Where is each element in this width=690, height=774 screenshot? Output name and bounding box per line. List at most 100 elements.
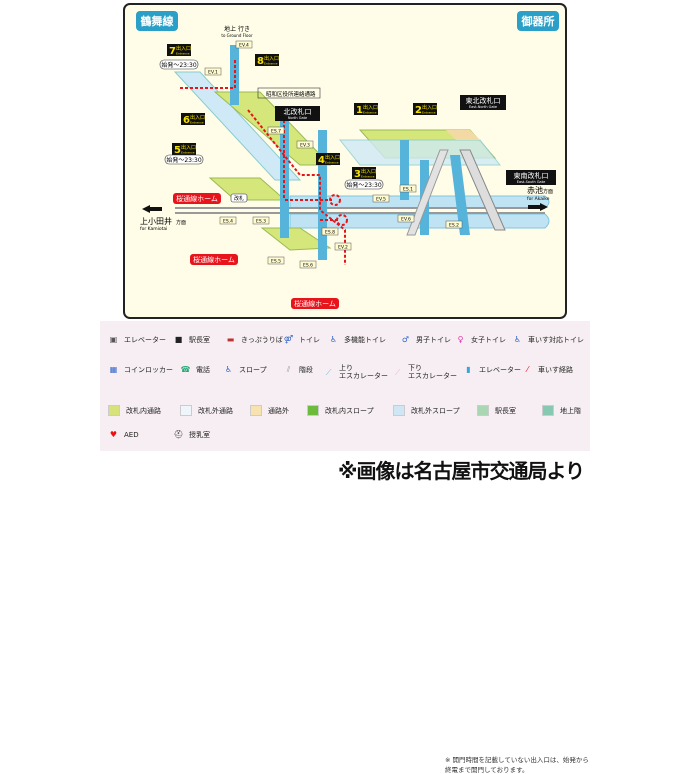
svg-text:方面: 方面 bbox=[543, 188, 553, 195]
legend-area: 改札内通路 bbox=[108, 405, 161, 416]
tag-es8: ES.8 bbox=[321, 227, 339, 236]
legend-item: ☎ 電話 bbox=[180, 364, 210, 375]
svg-text:御器所: 御器所 bbox=[521, 14, 555, 28]
legend-label: 多機能トイレ bbox=[344, 335, 386, 344]
svg-text:出入口: 出入口 bbox=[325, 154, 340, 161]
legend-icon: ♿ bbox=[329, 335, 338, 344]
legend-icon: ☎ bbox=[180, 365, 191, 374]
svg-text:Entrance: Entrance bbox=[363, 111, 377, 115]
platform-label: 桜通線ホーム bbox=[173, 193, 221, 204]
svg-text:東北改札口: 東北改札口 bbox=[466, 96, 501, 105]
svg-text:Entrance: Entrance bbox=[176, 52, 190, 56]
legend-swatch bbox=[250, 405, 262, 416]
svg-text:始発～23:30: 始発～23:30 bbox=[161, 61, 196, 69]
legend-misc: ♥ AED bbox=[108, 429, 139, 440]
tag-ev6: EV.6 bbox=[397, 214, 415, 223]
legend-label: きっぷうりば bbox=[241, 335, 283, 344]
legend-label: 下り エスカレーター bbox=[408, 364, 457, 380]
legend-label: スロープ bbox=[239, 365, 267, 374]
legend: ※ 開門時間を記載していない出入口は、始発から終電まで開門しております。 ▣エレ… bbox=[100, 321, 590, 774]
tag-ev3: EV.3 bbox=[296, 140, 314, 149]
legend-item: ♿車いす対応トイレ bbox=[512, 334, 584, 345]
legend-item: ⟋上り エスカレーター bbox=[323, 364, 388, 380]
legend-icon: ▦ bbox=[109, 365, 118, 374]
tag-ev2: EV.2 bbox=[334, 242, 352, 251]
svg-text:East-South Gate: East-South Gate bbox=[517, 180, 545, 184]
legend-area: 駅長室 bbox=[477, 405, 516, 416]
legend-label: 改札内通路 bbox=[126, 406, 161, 415]
svg-text:ES.8: ES.8 bbox=[325, 230, 335, 236]
legend-icon: ▬ bbox=[226, 335, 235, 344]
tag-ev5: EV.5 bbox=[372, 194, 390, 203]
svg-text:出入口: 出入口 bbox=[422, 104, 437, 111]
legend-label: 車いす対応トイレ bbox=[528, 335, 584, 344]
svg-text:赤池: 赤池 bbox=[527, 185, 543, 195]
ground-floor-label: 地上 行き bbox=[224, 25, 250, 33]
station-map: 鶴舞線 御器所 地上 行き to Ground Floor 昭和区役所連絡通路 … bbox=[123, 3, 567, 319]
legend-label: 男子トイレ bbox=[416, 335, 451, 344]
tag-es3: ES.3 bbox=[252, 216, 270, 225]
legend-item: ⚤ トイレ bbox=[283, 334, 320, 345]
aed-icon: ♥ bbox=[109, 430, 118, 439]
direction-west: 上小田井 方面 for Kamiotai bbox=[140, 205, 186, 232]
svg-text:7: 7 bbox=[169, 46, 176, 57]
svg-text:始発～23:30: 始発～23:30 bbox=[346, 181, 381, 189]
legend-icon: ▣ bbox=[109, 335, 118, 344]
legend-label: トイレ bbox=[299, 335, 320, 344]
legend-misc: ⛑授乳室 bbox=[173, 429, 210, 440]
legend-item: ⁄車いす経路 bbox=[522, 364, 573, 375]
svg-text:for Kamiotai: for Kamiotai bbox=[140, 226, 167, 232]
legend-swatch bbox=[108, 405, 120, 416]
legend-label: 改札内スロープ bbox=[325, 406, 374, 415]
svg-text:桜通線ホーム: 桜通線ホーム bbox=[193, 255, 235, 264]
legend-icon: ⚤ bbox=[283, 335, 294, 344]
legend-area: 通路外 bbox=[250, 405, 289, 416]
legend-item: ▮エレベーター bbox=[463, 364, 521, 375]
svg-text:出入口: 出入口 bbox=[176, 45, 191, 52]
legend-item: ♀女子トイレ bbox=[455, 334, 506, 345]
legend-label: 電話 bbox=[196, 365, 210, 374]
svg-text:North Gate: North Gate bbox=[288, 116, 307, 120]
tag-es2: ES.2 bbox=[445, 220, 463, 229]
svg-text:EV.5: EV.5 bbox=[376, 197, 386, 203]
ground-floor-label-en: to Ground Floor bbox=[221, 33, 253, 38]
legend-icon: ⫽ bbox=[286, 365, 291, 374]
svg-text:ES.7: ES.7 bbox=[271, 129, 281, 135]
svg-text:東南改札口: 東南改札口 bbox=[514, 171, 549, 180]
legend-item: ⫽階段 bbox=[283, 364, 313, 375]
svg-text:方面: 方面 bbox=[176, 219, 186, 226]
legend-label: 地上階 bbox=[560, 406, 581, 415]
legend-label: エレベーター bbox=[479, 365, 521, 374]
svg-text:北改札口: 北改札口 bbox=[284, 107, 312, 116]
svg-text:4: 4 bbox=[318, 155, 325, 166]
svg-text:ES.2: ES.2 bbox=[449, 223, 459, 229]
svg-text:始発～23:30: 始発～23:30 bbox=[166, 156, 201, 164]
legend-swatch bbox=[393, 405, 405, 416]
svg-text:3: 3 bbox=[354, 169, 361, 180]
svg-text:5: 5 bbox=[174, 145, 181, 156]
svg-text:Entrance: Entrance bbox=[422, 111, 436, 115]
svg-text:EV.2: EV.2 bbox=[338, 245, 348, 251]
legend-icon: ♂ bbox=[401, 335, 410, 344]
tag-es6: ES.6 bbox=[299, 260, 317, 269]
direction-east: 赤池 方面 for Akaike bbox=[527, 185, 553, 211]
svg-text:桜通線ホーム: 桜通線ホーム bbox=[176, 194, 218, 203]
svg-text:1: 1 bbox=[356, 105, 363, 116]
svg-text:East-North Gate: East-North Gate bbox=[469, 105, 497, 109]
line-badge-tsurumai: 鶴舞線 bbox=[136, 11, 178, 31]
svg-text:for Akaike: for Akaike bbox=[527, 196, 550, 202]
passage-label: 昭和区役所連絡通路 bbox=[266, 90, 316, 98]
tag-es5: ES.5 bbox=[267, 256, 285, 265]
legend-label: 女子トイレ bbox=[471, 335, 506, 344]
legend-swatch bbox=[542, 405, 554, 416]
legend-label: AED bbox=[124, 430, 139, 439]
nursing-room-icon: ⛑ bbox=[173, 430, 184, 439]
legend-item: ♂ 男子トイレ bbox=[400, 334, 451, 345]
